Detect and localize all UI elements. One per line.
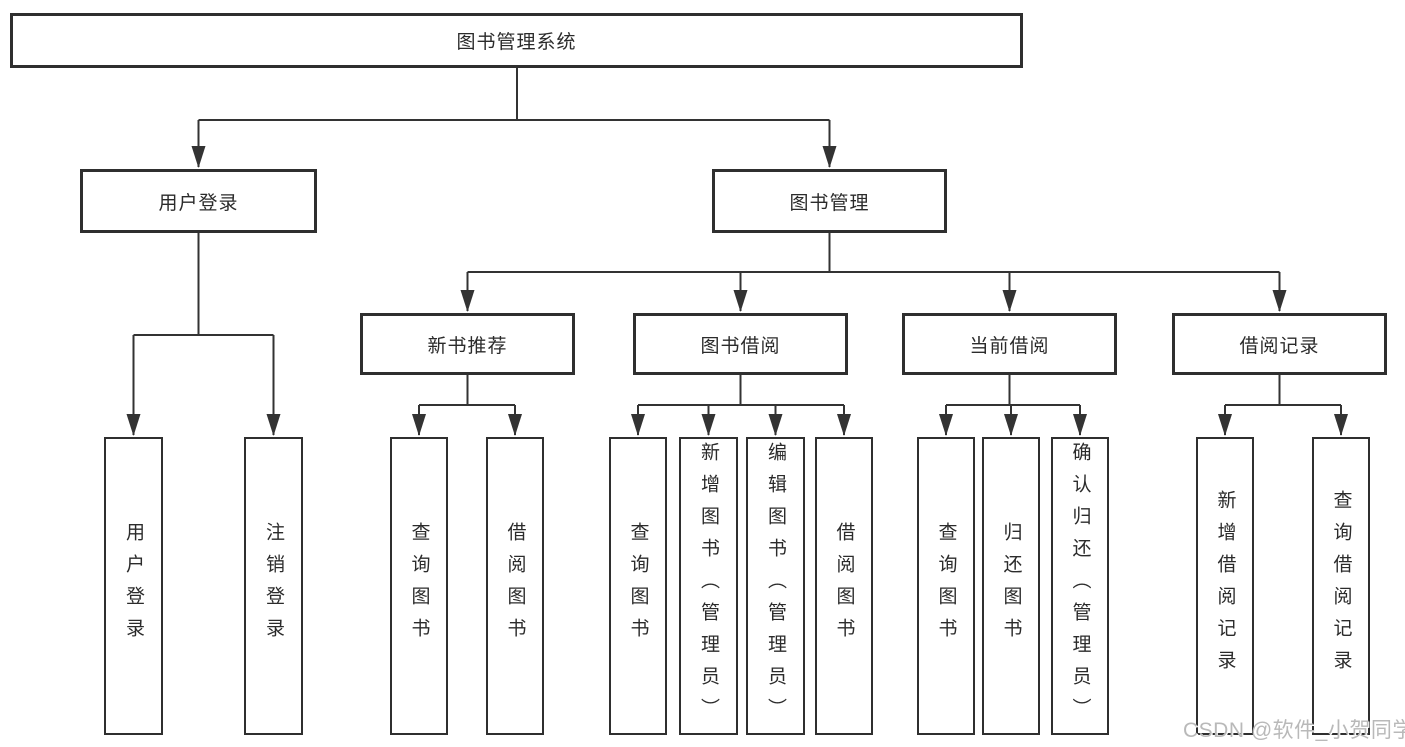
node-label: 编辑图书（管理员） (765, 442, 786, 730)
node-label: 注销登录 (263, 522, 284, 650)
connector-user-login-branch (126, 233, 281, 436)
node-label: 归还图书 (1000, 522, 1022, 650)
node-label: 用户登录 (158, 192, 239, 214)
leaf-edit-books-admin: 编辑图书（管理员） (746, 437, 805, 735)
connector-new-recommend-branch (412, 375, 522, 436)
leaf-return-books: 归还图书 (982, 437, 1040, 735)
csdn-watermark: CSDN @软件_小贺同学 (1183, 719, 1405, 742)
node-label: 借阅记录 (1239, 335, 1320, 357)
connector-current-borrow-branch (939, 375, 1087, 436)
node-book-management: 图书管理 (712, 169, 947, 233)
node-current-borrow: 当前借阅 (902, 313, 1117, 375)
connector-book-management-branch (460, 233, 1287, 312)
leaf-recommend-query-books: 查询图书 (390, 437, 448, 735)
node-label: 新增借阅记录 (1214, 490, 1236, 682)
node-label: 借阅图书 (504, 522, 526, 650)
leaf-borrow-books: 借阅图书 (815, 437, 873, 735)
node-label: 查询图书 (408, 522, 430, 650)
leaf-user-login: 用户登录 (104, 437, 163, 735)
connector-book-borrow-branch (631, 375, 851, 436)
node-system-root: 图书管理系统 (10, 13, 1023, 68)
connector-root-to-level2 (191, 68, 837, 168)
leaf-recommend-borrow-books: 借阅图书 (486, 437, 544, 735)
node-label: 查询借阅记录 (1330, 490, 1352, 682)
node-label: 用户登录 (123, 522, 144, 650)
leaf-query-borrow-record: 查询借阅记录 (1312, 437, 1370, 735)
node-label: 确认归还（管理员） (1069, 442, 1091, 730)
leaf-logout: 注销登录 (244, 437, 303, 735)
leaf-current-query-books: 查询图书 (917, 437, 975, 735)
node-label: 图书管理系统 (456, 32, 577, 53)
node-label: 图书借阅 (700, 335, 781, 357)
node-label: 新书推荐 (427, 335, 508, 357)
leaf-confirm-return-admin: 确认归还（管理员） (1051, 437, 1109, 735)
leaf-add-books-admin: 新增图书（管理员） (679, 437, 738, 735)
node-label: 新增图书（管理员） (698, 442, 719, 730)
node-borrow-records: 借阅记录 (1172, 313, 1387, 375)
connector-borrow-records-branch (1218, 375, 1348, 436)
leaf-add-borrow-record: 新增借阅记录 (1196, 437, 1254, 735)
node-label: 查询图书 (935, 522, 957, 650)
node-book-borrow: 图书借阅 (633, 313, 848, 375)
node-new-book-recommend: 新书推荐 (360, 313, 575, 375)
node-user-login: 用户登录 (80, 169, 317, 233)
leaf-borrow-query-books: 查询图书 (609, 437, 667, 735)
node-label: 当前借阅 (969, 335, 1050, 357)
node-label: 借阅图书 (833, 522, 855, 650)
node-label: 图书管理 (789, 192, 870, 214)
node-label: 查询图书 (627, 522, 649, 650)
